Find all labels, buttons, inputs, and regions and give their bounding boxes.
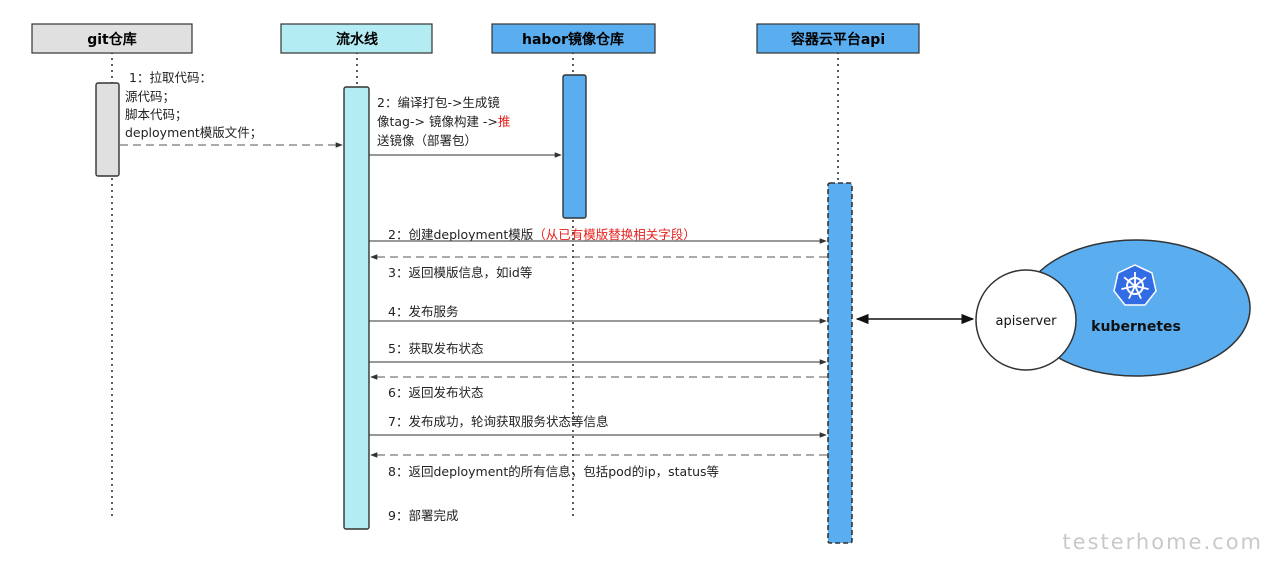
watermark: testerhome.com [1062,530,1263,554]
message-3: 2：创建deployment模版（从已有模版替换相关字段） [369,227,827,244]
message-6: 5：获取发布状态 [369,341,827,365]
participant-git: git仓库 [31,23,193,54]
message-1-line-3: 脚本代码； [125,107,188,122]
participant-habor: habor镜像仓库 [491,23,656,54]
message-10-label: 9：部署完成 [388,508,458,523]
habor-activation [562,74,587,219]
message-1: 1：拉取代码： 源代码； 脚本代码； deployment模版文件； [120,70,343,148]
message-9-label: 8：返回deployment的所有信息，包括pod的ip，status等 [388,464,719,479]
apiserver-label: apiserver [996,314,1058,329]
git-label: git仓库 [87,31,137,48]
participant-pipeline: 流水线 [280,23,433,54]
kubernetes-helm-icon [1113,264,1157,306]
kubernetes-cluster: kubernetes apiserver [975,239,1251,377]
message-2-line-2-red: 推 [498,114,511,129]
message-3-text: 2：创建deployment模版 [388,227,534,242]
message-3-red: （从已有模版替换相关字段） [533,227,696,242]
message-1-line-2: 源代码； [125,89,175,104]
message-7: 6：返回发布状态 [370,374,827,400]
message-6-label: 5：获取发布状态 [388,341,483,356]
message-2-line-1: 2：编译打包->生成镜 [377,95,500,110]
message-3-label: 2：创建deployment模版（从已有模版替换相关字段） [388,227,696,242]
message-2: 2：编译打包->生成镜 像tag-> 镜像构建 ->推 送镜像（部署包） [369,95,562,158]
git-activation [95,82,120,177]
message-5-label: 4：发布服务 [388,304,458,319]
message-1-line-1: 1：拉取代码： [129,70,212,85]
message-5: 4：发布服务 [369,304,827,324]
kubernetes-label: kubernetes [1091,319,1181,335]
pipeline-activation [343,86,370,530]
message-8: 7：发布成功，轮询获取服务状态等信息 [369,414,827,438]
message-2-line-3: 送镜像（部署包） [377,133,477,148]
message-4: 3：返回模版信息，如id等 [370,254,827,280]
message-1-line-4: deployment模版文件； [125,125,262,140]
cloud-activation [827,182,853,544]
message-7-label: 6：返回发布状态 [388,385,483,400]
apiserver-circle [975,269,1077,371]
pipeline-label: 流水线 [336,31,378,48]
message-9: 8：返回deployment的所有信息，包括pod的ip，status等 [370,452,827,479]
cloud-label: 容器云平台api [790,31,885,48]
message-4-label: 3：返回模版信息，如id等 [388,265,532,280]
participant-cloud: 容器云平台api [756,23,920,54]
message-2-line-2-text: 像tag-> 镜像构建 -> [377,114,498,129]
habor-label: habor镜像仓库 [522,31,624,48]
message-8-label: 7：发布成功，轮询获取服务状态等信息 [388,414,608,429]
message-2-line-2: 像tag-> 镜像构建 ->推 [377,114,510,129]
